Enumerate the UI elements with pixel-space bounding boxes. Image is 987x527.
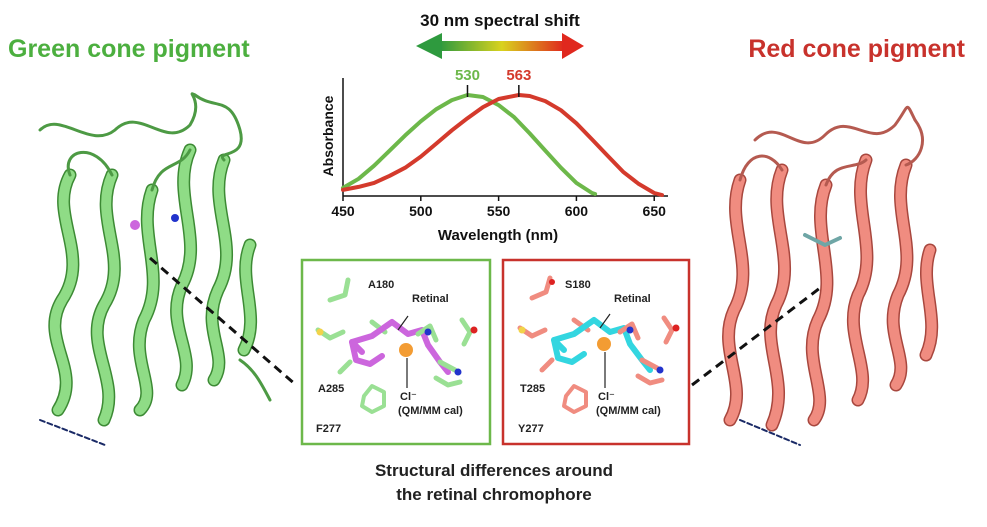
red-t285-label: T285 <box>520 383 545 395</box>
caption-line-2: the retinal chromophore <box>396 485 592 504</box>
red-chloride-label: Cl⁻ <box>598 391 615 403</box>
x-tick-label: 450 <box>331 203 355 219</box>
y-axis-label: Absorbance <box>320 95 336 176</box>
red-pigment-title: Red cone pigment <box>748 35 965 63</box>
caption-line-1: Structural differences around <box>375 461 613 480</box>
peak-label-563: 563 <box>506 67 531 84</box>
green-retinal-label: Retinal <box>412 293 449 305</box>
green-a180-label: A180 <box>368 279 394 291</box>
spectral-shift-label: 30 nm spectral shift <box>420 11 580 30</box>
x-tick-label: 550 <box>487 203 511 219</box>
green-a285-label: A285 <box>318 383 344 395</box>
absorbance-chart: 450 500 550 600 650 Wavelength (nm) Absorban… <box>320 67 668 244</box>
red-binding-site-inset: S180 Retinal T285 Y277 Cl⁻ (QM/MM cal) <box>501 258 691 446</box>
left-connector <box>149 256 297 387</box>
peak-label-530: 530 <box>455 67 480 84</box>
x-tick-label: 650 <box>643 203 667 219</box>
x-axis-label: Wavelength (nm) <box>438 227 558 244</box>
red-qmmm-label: (QM/MM cal) <box>596 405 661 417</box>
peak-markers: 530 563 <box>455 67 531 97</box>
red-s180-label: S180 <box>565 279 591 291</box>
x-tick-label: 600 <box>565 203 589 219</box>
red-absorbance-curve <box>341 93 664 197</box>
green-binding-site-inset: A180 Retinal A285 F277 Cl⁻ (QM/MM cal) <box>300 258 492 446</box>
red-y277-label: Y277 <box>518 423 544 435</box>
x-ticks: 450 500 550 600 650 <box>331 196 666 219</box>
green-chloride-label: Cl⁻ <box>400 391 417 403</box>
right-connector <box>691 286 821 387</box>
green-f277-label: F277 <box>316 423 341 435</box>
x-tick-label: 500 <box>409 203 433 219</box>
green-pigment-title: Green cone pigment <box>8 35 250 63</box>
red-retinal-label: Retinal <box>614 293 651 305</box>
spectral-shift-arrow <box>416 33 584 59</box>
green-qmmm-label: (QM/MM cal) <box>398 405 463 417</box>
red-protein-structure <box>722 106 939 446</box>
green-protein-structure <box>38 92 272 446</box>
green-absorbance-curve <box>341 93 598 196</box>
series-group <box>341 93 664 197</box>
